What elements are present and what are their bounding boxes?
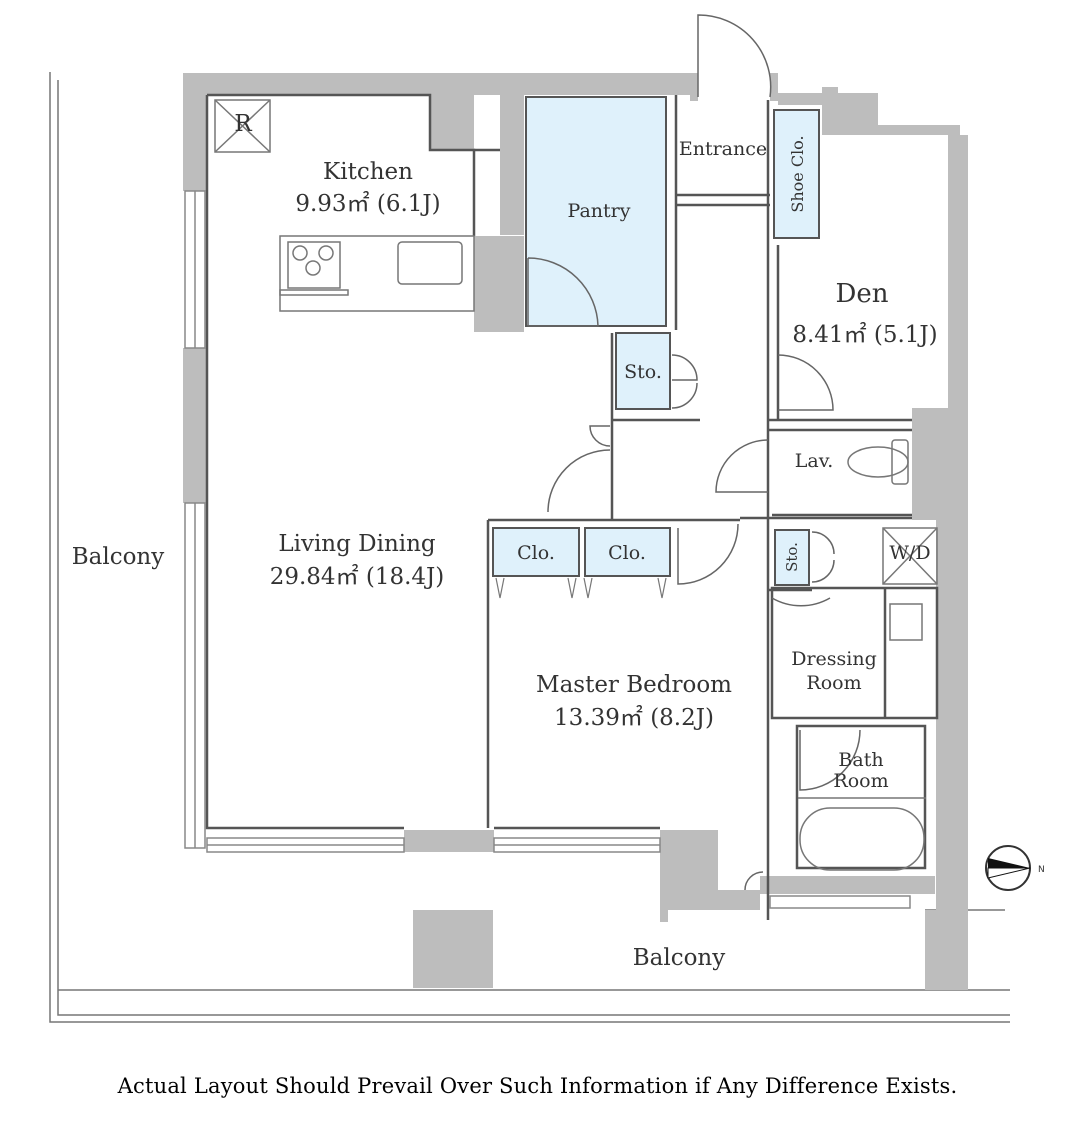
living-door <box>547 425 611 513</box>
pantry-label: Pantry <box>568 200 631 222</box>
refrigerator-label: R <box>234 111 252 137</box>
room-labels: R Kitchen 9.93㎡ (6.1J) Pantry Entrance S… <box>72 111 938 971</box>
closet-hinges <box>495 577 667 599</box>
entrance-label: Entrance <box>679 138 767 160</box>
bedroom-door <box>677 523 739 585</box>
balcony-west-label: Balcony <box>72 544 165 570</box>
den-name: Den <box>836 279 889 309</box>
refrigerator-box <box>214 99 271 153</box>
structural-walls <box>183 73 968 990</box>
washer-dryer-box <box>882 527 938 585</box>
dressing-room-line2: Room <box>806 672 861 694</box>
shoe-closet-label: Shoe Clo. <box>788 135 807 212</box>
storage-2-area <box>774 529 810 586</box>
pantry-area <box>525 96 667 327</box>
closet-1-area <box>492 527 580 577</box>
compass: N <box>985 845 1045 891</box>
balcony-door <box>744 871 764 891</box>
storage-1-label: Sto. <box>624 361 662 383</box>
lavatory-door <box>715 439 769 493</box>
compass-north-label: N <box>1038 865 1045 875</box>
kitchen-counter <box>279 235 475 312</box>
doors <box>527 14 861 891</box>
dressing-door <box>771 597 831 607</box>
windows <box>184 190 911 909</box>
vanity <box>889 603 923 641</box>
dressing-room-line1: Dressing <box>791 648 877 670</box>
den-area: 8.41㎡ (5.1J) <box>792 322 937 348</box>
balcony-south-label: Balcony <box>633 945 726 971</box>
entrance-door <box>697 14 772 98</box>
master-bedroom-area: 13.39㎡ (8.2J) <box>554 705 714 731</box>
master-bedroom-name: Master Bedroom <box>536 672 732 698</box>
closet-1-label: Clo. <box>517 542 555 564</box>
bathtub <box>799 807 925 871</box>
closet-2-area <box>584 527 671 577</box>
storage-areas <box>492 96 820 586</box>
lavatory-label: Lav. <box>795 450 833 472</box>
balcony-railing <box>49 72 1010 1023</box>
den-door <box>777 354 834 411</box>
closet-2-label: Clo. <box>608 542 646 564</box>
shoe-closet-area <box>773 109 820 239</box>
bath-room-line2: Room <box>833 770 888 792</box>
kitchen-area: 9.93㎡ (6.1J) <box>295 191 440 217</box>
washer-dryer-label: W/D <box>889 542 930 564</box>
kitchen-name: Kitchen <box>323 159 413 185</box>
compass-needle <box>988 858 1030 868</box>
living-dining-name: Living Dining <box>278 531 436 557</box>
cooktop <box>287 241 341 289</box>
kitchen-sink <box>397 241 463 285</box>
living-dining-area: 29.84㎡ (18.4J) <box>270 564 445 590</box>
toilet <box>847 446 909 478</box>
bath-room-line1: Bath <box>838 749 883 771</box>
storage-1-area <box>615 332 671 410</box>
pantry-door <box>527 257 599 327</box>
bath-door <box>799 729 861 791</box>
interior-walls <box>205 93 939 920</box>
storage-1-doors <box>671 354 698 409</box>
storage-2-label: Sto. <box>783 542 801 572</box>
storage-2-doors <box>811 531 835 583</box>
fixtures <box>214 99 938 871</box>
disclaimer-text: Actual Layout Should Prevail Over Such I… <box>117 1074 958 1098</box>
